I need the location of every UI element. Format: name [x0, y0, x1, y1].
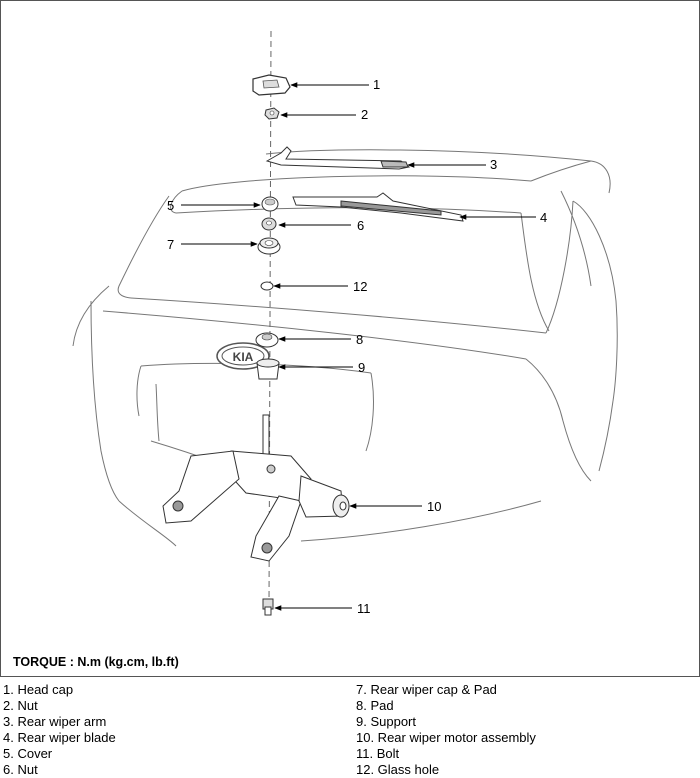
support-part	[256, 358, 280, 380]
callout-9: 9	[358, 360, 365, 375]
kia-emblem: KIA	[216, 342, 270, 370]
rear-wiper-motor-part	[162, 414, 350, 562]
legend-item: 6. Nut	[3, 762, 38, 777]
callout-numbers: 1 2 3 4 5 6 7 8 9 10 11 12	[167, 77, 547, 616]
legend-item: 1. Head cap	[3, 682, 74, 697]
leader-lines	[181, 82, 536, 611]
callout-1: 1	[373, 77, 380, 92]
wiper-exploded-diagram: KIA	[72, 30, 618, 616]
bolt-part	[262, 598, 274, 616]
parts-legend: 1. Head cap 2. Nut 3. Rear wiper arm 4. …	[0, 682, 700, 777]
nut-part	[264, 107, 280, 120]
legend-column-left: 1. Head cap 2. Nut 3. Rear wiper arm 4. …	[3, 682, 116, 778]
legend-item: 2. Nut	[3, 698, 38, 713]
legend-item: 11. Bolt	[356, 746, 400, 761]
nut-part-2	[261, 217, 277, 231]
vehicle-outline	[72, 149, 618, 547]
legend-item: 9. Support	[356, 714, 416, 729]
kia-logo-text: KIA	[233, 350, 254, 364]
cover-part	[261, 196, 279, 212]
legend-item: 8. Pad	[356, 698, 394, 713]
callout-2: 2	[361, 107, 368, 122]
callout-11: 11	[357, 601, 371, 616]
torque-label: TORQUE : N.m (kg.cm, lb.ft)	[13, 655, 179, 669]
assembly-axis-line	[268, 30, 272, 607]
glass-hole-part	[260, 281, 274, 291]
legend-column-right: 7. Rear wiper cap & Pad 8. Pad 9. Suppor…	[356, 682, 536, 778]
legend-item: 10. Rear wiper motor assembly	[356, 730, 536, 745]
callout-6: 6	[357, 218, 364, 233]
pad-part	[255, 332, 279, 348]
rear-wiper-blade-part	[292, 192, 464, 222]
callout-10: 10	[427, 499, 441, 514]
diagram-frame: KIA	[0, 0, 700, 677]
head-cap-part	[252, 74, 291, 96]
callout-4: 4	[540, 210, 547, 225]
legend-item: 5. Cover	[3, 746, 53, 761]
callout-8: 8	[356, 332, 363, 347]
callout-12: 12	[353, 279, 367, 294]
callout-7: 7	[167, 237, 174, 252]
legend-item: 12. Glass hole	[356, 762, 440, 777]
legend-item: 4. Rear wiper blade	[3, 730, 116, 745]
wiper-cap-pad-part	[257, 237, 281, 255]
callout-5: 5	[167, 198, 174, 213]
legend-item: 7. Rear wiper cap & Pad	[356, 682, 497, 697]
legend-item: 3. Rear wiper arm	[3, 714, 107, 729]
callout-3: 3	[490, 157, 497, 172]
